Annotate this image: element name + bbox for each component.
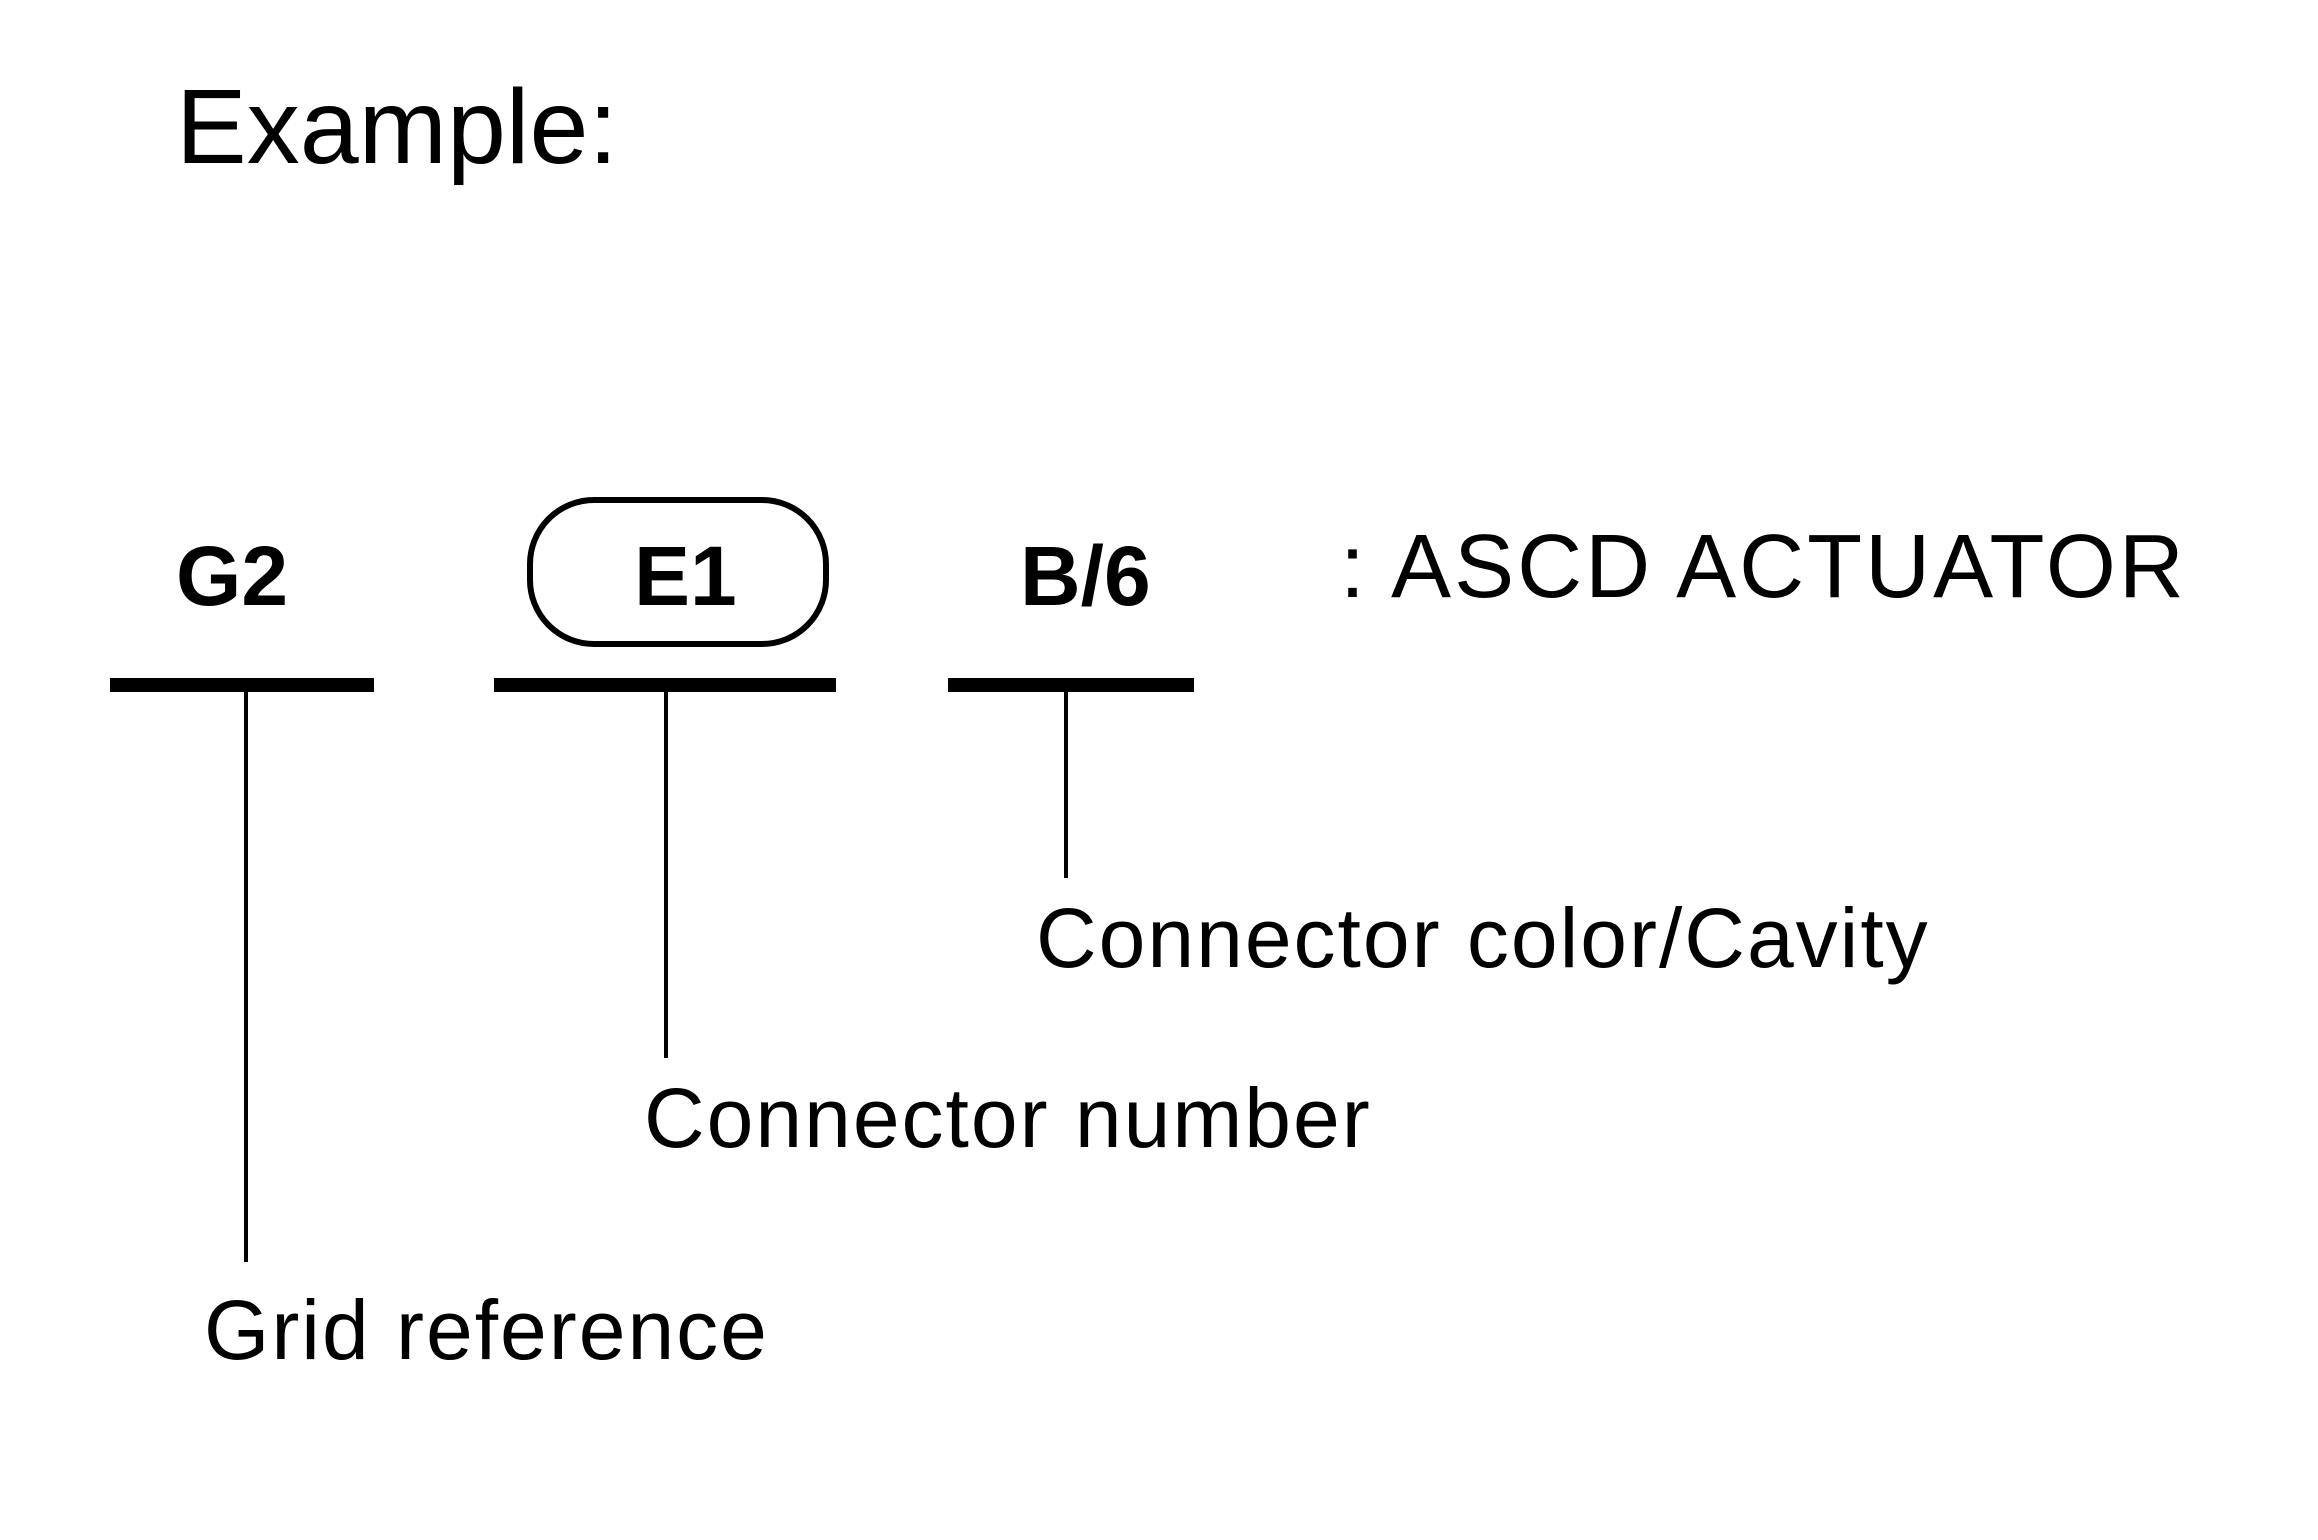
cavity-callout-label: Connector color/Cavity xyxy=(1036,891,1930,985)
example-heading: Example: xyxy=(176,68,618,186)
grid-code: G2 xyxy=(176,529,289,623)
cavity-underline xyxy=(948,678,1194,692)
connector-code: E1 xyxy=(634,529,737,623)
connector-capsule xyxy=(527,497,829,647)
connector-underline xyxy=(494,678,836,692)
grid-callout-label: Grid reference xyxy=(204,1283,769,1377)
grid-underline xyxy=(110,678,374,692)
component-description: : ASCD ACTUATOR xyxy=(1340,517,2187,617)
cavity-code: B/6 xyxy=(1020,529,1151,623)
connector-callout-label: Connector number xyxy=(644,1071,1372,1165)
